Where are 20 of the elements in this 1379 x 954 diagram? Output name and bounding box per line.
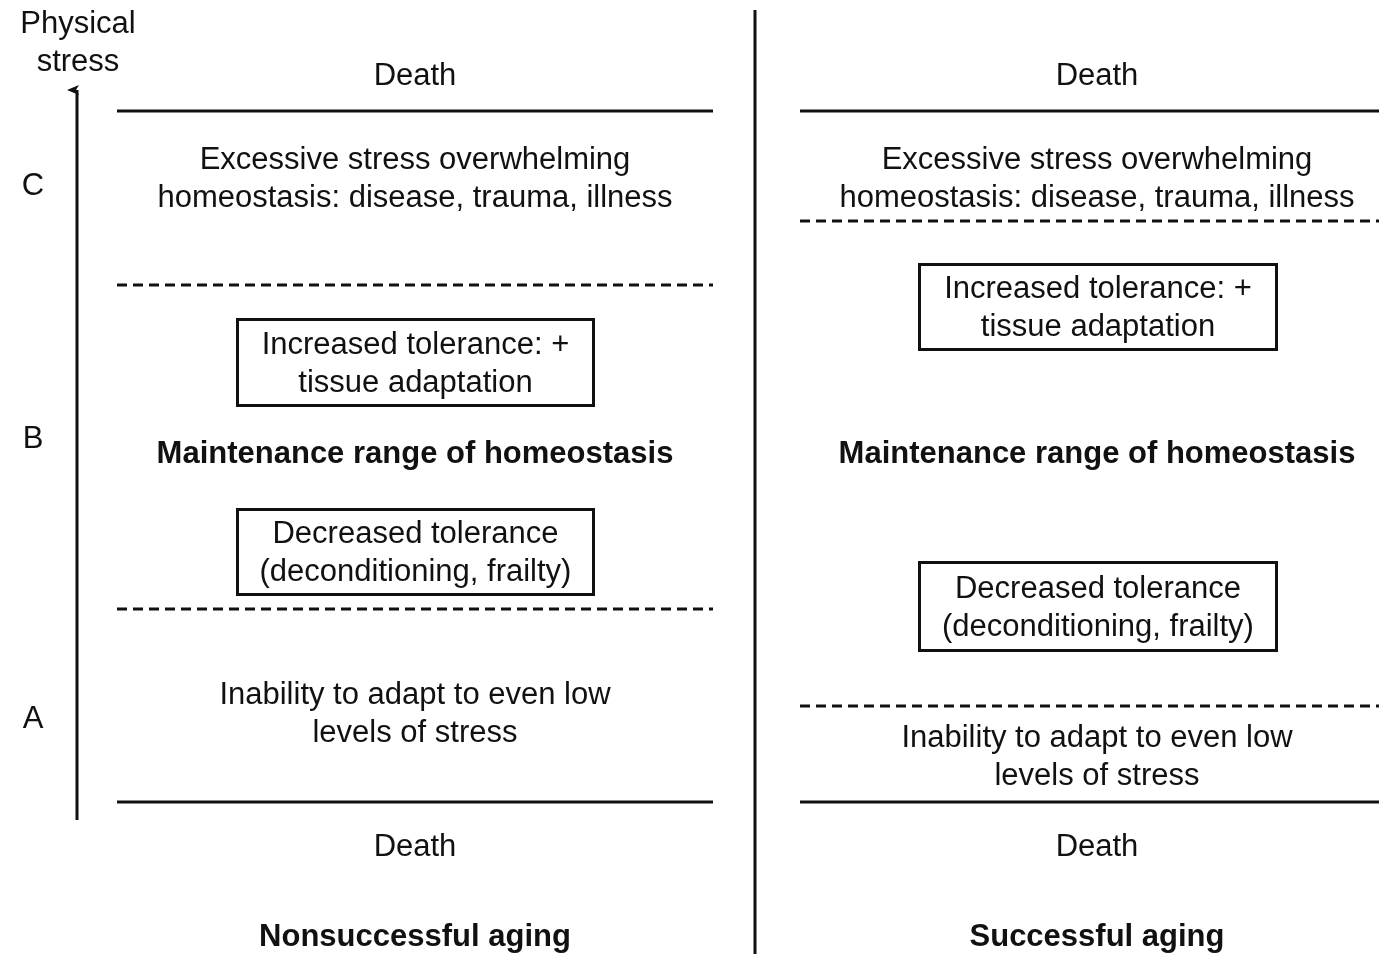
zone-letter: C <box>20 166 46 204</box>
axis-title: Physical stress <box>19 4 137 80</box>
zone-description: Inability to adapt to even low levels of stress <box>218 675 612 751</box>
tolerance-box: Increased tolerance: + tissue adaptation <box>236 318 595 407</box>
zone-description: Excessive stress overwhelming homeostasis: disease, trauma, illness <box>156 140 674 216</box>
tolerance-box: Decreased tolerance (deconditioning, frailty) <box>236 508 595 596</box>
panel-title: Successful aging <box>968 917 1226 954</box>
panel-title: Nonsuccessful aging <box>258 917 572 954</box>
boundary-label: Death <box>1054 827 1140 865</box>
zone-letter: A <box>21 699 45 737</box>
boundary-label: Death <box>372 827 458 865</box>
zone-description: Inability to adapt to even low levels of stress <box>900 718 1294 794</box>
tolerance-box: Decreased tolerance (deconditioning, frailty) <box>918 561 1278 652</box>
zone-title: Maintenance range of homeostasis <box>155 434 675 472</box>
boundary-label: Death <box>1054 56 1140 94</box>
zone-letter: B <box>21 419 45 457</box>
zone-description: Excessive stress overwhelming homeostasis: disease, trauma, illness <box>838 140 1356 216</box>
tolerance-box: Increased tolerance: + tissue adaptation <box>918 263 1278 351</box>
boundary-label: Death <box>372 56 458 94</box>
zone-title: Maintenance range of homeostasis <box>837 434 1357 472</box>
